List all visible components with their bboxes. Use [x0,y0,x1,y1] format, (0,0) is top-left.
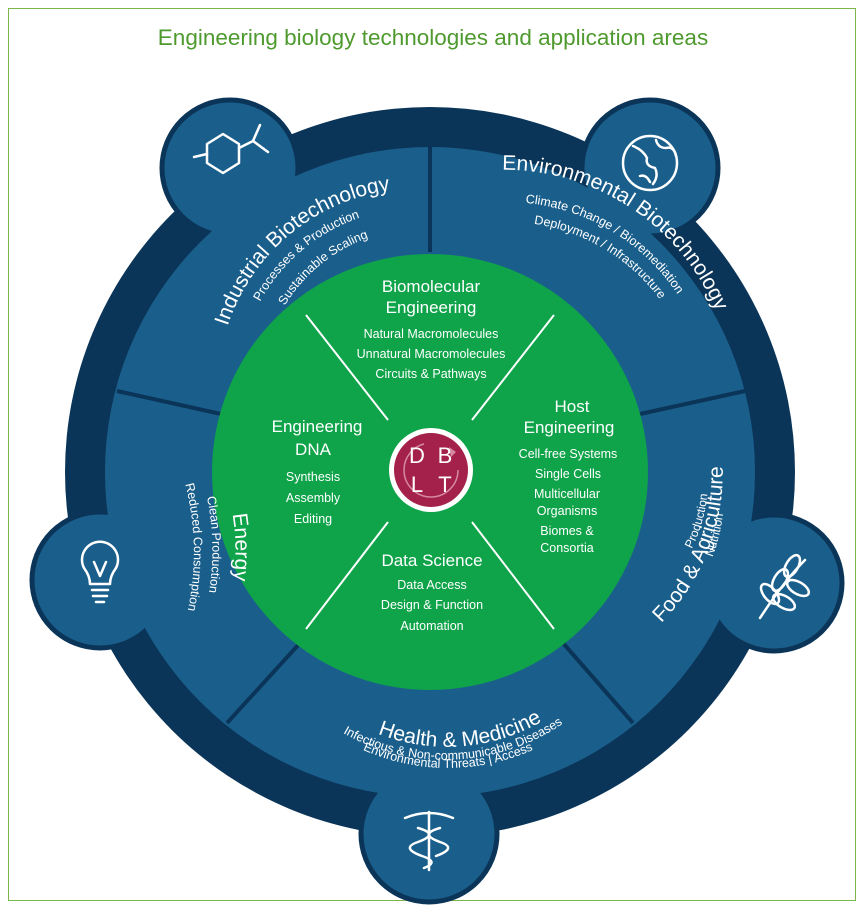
caduceus-icon [403,810,455,872]
tech-item: Design & Function [381,598,483,612]
tech-item: Biomes & [540,524,594,538]
tech-item: Multicellular [534,487,600,501]
core-letter: B [438,443,453,468]
tech-engineering-dna: Engineering DNA Synthesis Assembly Editi… [272,417,363,526]
core-letter: T [438,472,451,497]
tech-title: Engineering [524,418,615,437]
core-letter: D [409,443,425,468]
tech-data-science: Data Science Data Access Design & Functi… [381,551,483,633]
tech-item: Editing [294,512,332,526]
globe-icon [621,134,679,192]
area-title: Energy [228,512,254,583]
tech-item: Cell-free Systems [519,447,618,461]
tech-host-engineering: Host Engineering Cell-free Systems Singl… [519,397,618,555]
tech-item: Assembly [286,491,341,505]
tech-item: Circuits & Pathways [375,367,486,381]
tech-item: Data Access [397,578,466,592]
tech-item: Organisms [537,504,597,518]
tech-item: Single Cells [535,467,601,481]
svg-text:Energy: Energy [228,512,254,583]
tech-title: Engineering [272,417,363,436]
area-subtitle: Clean Production [204,495,223,594]
tech-item: Natural Macromolecules [364,327,499,341]
tech-title: Host [555,397,590,416]
technology-dividers [305,314,555,630]
core-letter: L [411,472,423,497]
molecule-icon [192,123,270,175]
page-title: Engineering biology technologies and app… [157,25,709,50]
svg-text:Clean Production: Clean Production [204,495,223,594]
tech-title: Engineering [386,298,477,317]
tech-item: Automation [400,619,463,633]
tech-item: Consortia [540,541,594,555]
application-dividers [116,147,746,725]
tech-title: Data Science [381,551,482,570]
lightbulb-icon [80,540,120,604]
tech-title: DNA [295,440,332,459]
tech-biomolecular-engineering: Biomolecular Engineering Natural Macromo… [357,277,506,381]
wheat-icon [758,553,811,620]
tech-title: Biomolecular [382,277,481,296]
dblt-core: D B L T [389,428,473,512]
tech-item: Synthesis [286,470,340,484]
tech-item: Unnatural Macromolecules [357,347,506,361]
